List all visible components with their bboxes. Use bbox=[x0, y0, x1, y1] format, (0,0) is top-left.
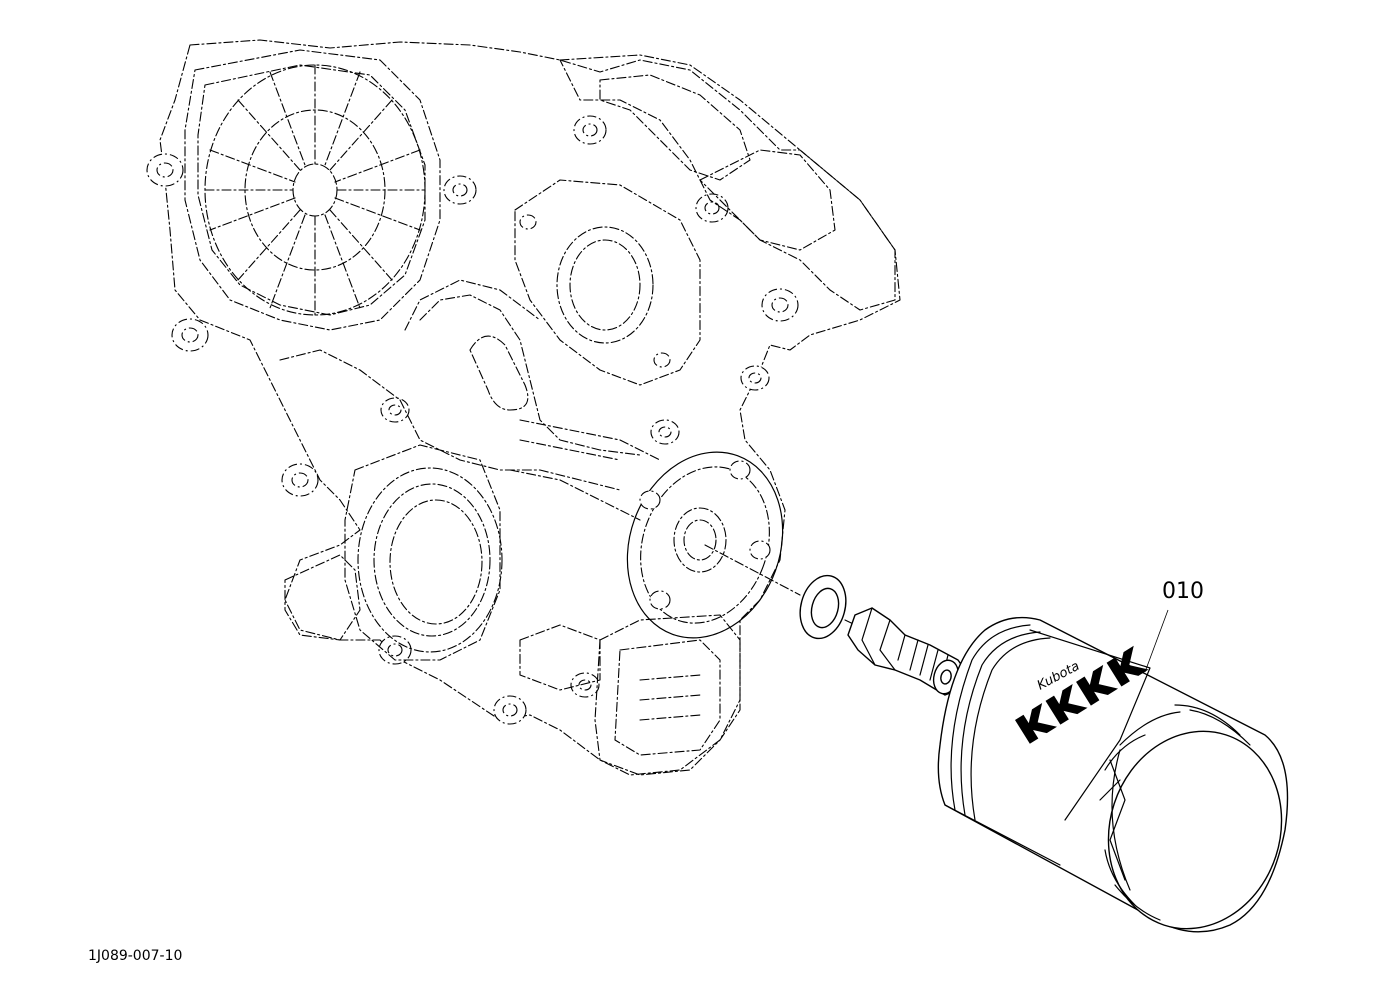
assembly-axis bbox=[704, 544, 871, 633]
part-callout-010: 010 bbox=[1162, 579, 1204, 604]
sealing-washer bbox=[799, 574, 847, 640]
oil-filter-cartridge: Kubota bbox=[937, 609, 1289, 933]
kubota-logo bbox=[1015, 645, 1149, 744]
water-outlet-block bbox=[514, 54, 896, 386]
crankshaft-seal-boss bbox=[344, 444, 503, 661]
mounting-lugs bbox=[146, 115, 799, 725]
callout-leader-010 bbox=[1144, 609, 1169, 673]
figure-id: 1J089-007-10 bbox=[88, 948, 182, 964]
engine-gear-case bbox=[146, 39, 901, 776]
lower-bracket bbox=[519, 614, 741, 776]
gear-cover-spokes bbox=[204, 64, 426, 316]
oblong-slot bbox=[469, 335, 529, 411]
oil-filter-mount-flange bbox=[626, 451, 784, 639]
threaded-nipple bbox=[847, 607, 966, 696]
